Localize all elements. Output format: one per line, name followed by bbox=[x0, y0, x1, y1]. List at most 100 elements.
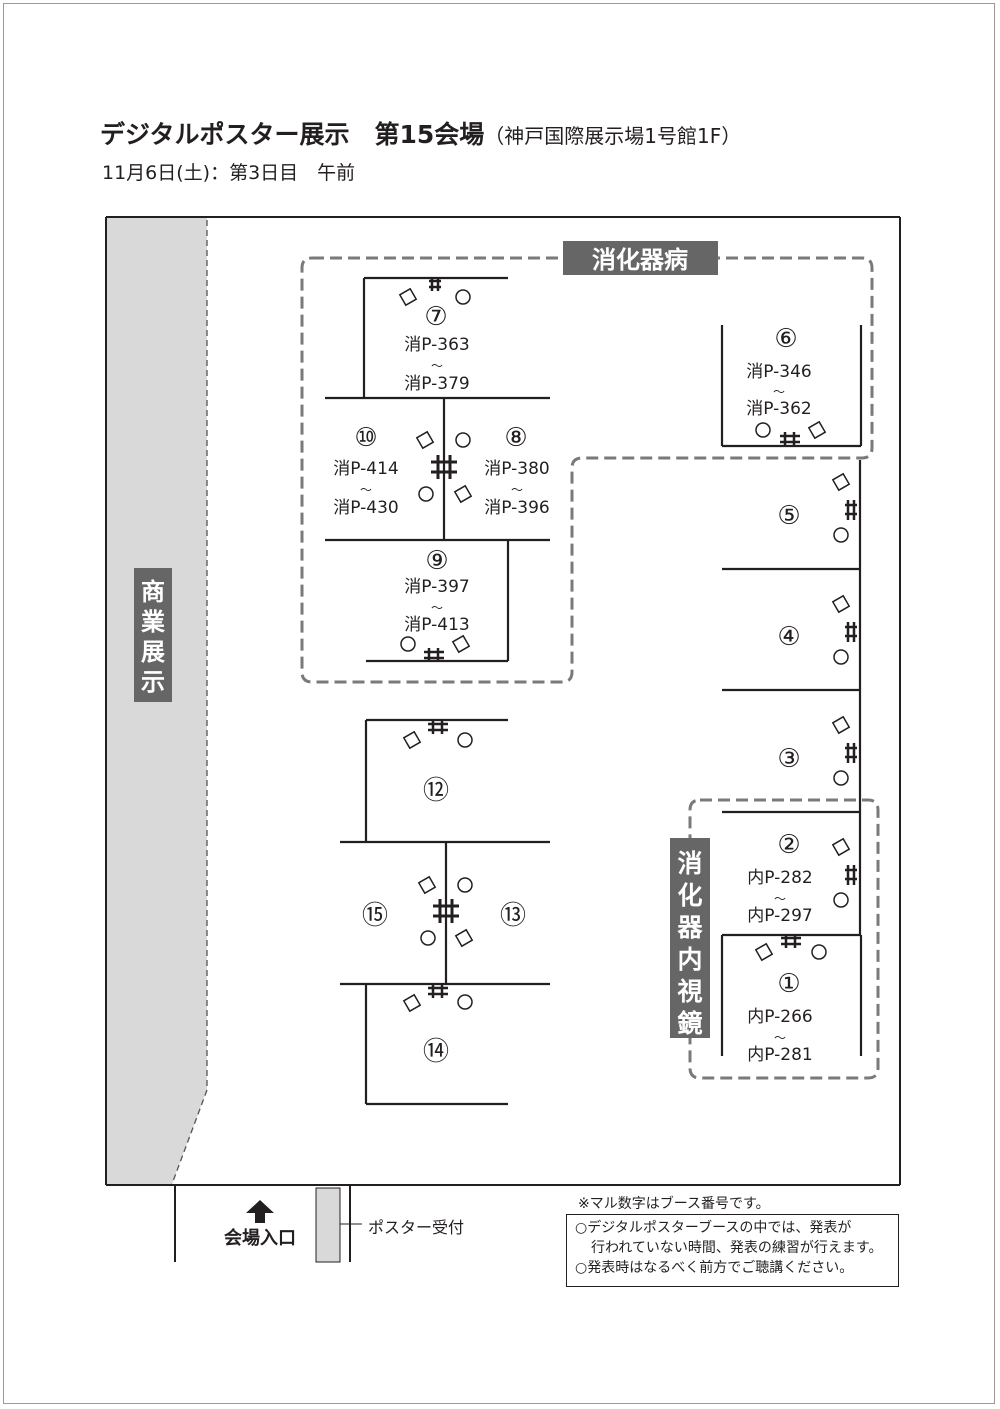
reception-label: ポスター受付 bbox=[368, 1218, 465, 1237]
booth-9-range-end: 消P-413 bbox=[404, 615, 469, 635]
endoscopy-label-3: 器 bbox=[676, 913, 703, 942]
stool-marker bbox=[420, 930, 436, 946]
booth-6-range-start: 消P-346 bbox=[746, 362, 811, 382]
stool-marker bbox=[418, 486, 434, 502]
booth-8-range-end: 消P-396 bbox=[484, 498, 549, 518]
note-line-1: ○デジタルポスターブースの中では、発表が bbox=[575, 1220, 852, 1236]
partition-walls bbox=[325, 276, 863, 1106]
stool-marker bbox=[833, 770, 849, 786]
stool-marker bbox=[455, 432, 471, 448]
page-title: デジタルポスター展示 第15会場（神戸国際展示場1号館1F） bbox=[100, 115, 741, 151]
booth-2-range-tilde: ～ bbox=[774, 892, 786, 906]
display-stand bbox=[433, 899, 459, 923]
digestive-label: 消化器病 bbox=[592, 246, 688, 274]
display-stand bbox=[845, 622, 857, 642]
chair-marker bbox=[415, 430, 435, 450]
booth-8-range-tilde: ～ bbox=[511, 483, 523, 497]
booth-number-8: ⑧ bbox=[504, 423, 527, 453]
booth-furniture bbox=[398, 278, 857, 1013]
venue-entrance: 会場入口 bbox=[215, 1200, 305, 1250]
booth-1-range-start: 内P-266 bbox=[747, 1007, 812, 1027]
stool-marker bbox=[455, 289, 471, 305]
booth-10-range-end: 消P-430 bbox=[333, 498, 398, 518]
entrance-arrow-icon bbox=[246, 1200, 274, 1213]
booth-number-2: ② bbox=[777, 830, 800, 860]
commercial-label-2: 業 bbox=[141, 608, 165, 636]
booth-number-10: ⑩ bbox=[354, 423, 377, 453]
booth-7-range-tilde: ～ bbox=[431, 359, 443, 373]
display-stand bbox=[428, 720, 448, 734]
endoscopy-label-2: 化 bbox=[677, 881, 702, 910]
booth-6-range-end: 消P-362 bbox=[746, 399, 811, 419]
booth-number-3: ③ bbox=[777, 744, 800, 774]
display-stand bbox=[781, 935, 801, 948]
stool-marker bbox=[833, 649, 849, 665]
endoscopy-label-box bbox=[670, 838, 710, 1038]
reception-desk bbox=[315, 1187, 341, 1263]
chair-marker bbox=[831, 594, 851, 614]
chair-marker bbox=[831, 837, 851, 857]
stool-marker bbox=[457, 994, 473, 1010]
display-stand bbox=[845, 500, 857, 520]
stool-marker bbox=[755, 422, 771, 438]
chair-marker bbox=[453, 484, 473, 504]
stool-marker bbox=[833, 892, 849, 908]
stool-marker bbox=[811, 944, 827, 960]
booth-number-6: ⑥ bbox=[774, 324, 797, 354]
display-stand bbox=[428, 984, 448, 998]
chair-marker bbox=[454, 928, 474, 948]
commercial-label-box bbox=[134, 568, 172, 702]
digestive-label-box bbox=[563, 241, 718, 275]
display-stand bbox=[845, 743, 857, 763]
page-frame bbox=[3, 3, 995, 1404]
chair-marker bbox=[831, 715, 851, 735]
session-date: 11月6日(土)：第3日目 午前 bbox=[102, 162, 356, 184]
title-venue: （神戸国際展示場1号館1F） bbox=[484, 124, 742, 148]
booth-6-range-tilde: ～ bbox=[773, 385, 785, 399]
notes-box: ○デジタルポスターブースの中では、発表が 行われていない時間、発表の練習が行えま… bbox=[566, 1214, 899, 1287]
booth-9-range-tilde: ～ bbox=[431, 601, 443, 615]
booth-number-7: ⑦ bbox=[424, 302, 447, 332]
booth-2-range-end: 内P-297 bbox=[747, 906, 812, 926]
booth-10-range-tilde: ～ bbox=[360, 483, 372, 497]
booth-number-12: ⑫ bbox=[423, 776, 449, 806]
commercial-label-1: 商 bbox=[141, 578, 165, 606]
entrance-label: 会場入口 bbox=[224, 1228, 296, 1249]
chair-marker bbox=[451, 634, 471, 654]
endoscopy-label-5: 視 bbox=[677, 977, 702, 1006]
commercial-label-3: 展 bbox=[141, 638, 165, 666]
display-stand bbox=[845, 865, 857, 885]
chair-marker bbox=[402, 993, 422, 1013]
note-line-3: ○発表時はなるべく前方でご聴講ください。 bbox=[575, 1260, 854, 1276]
endoscopy-zone bbox=[688, 798, 880, 1080]
chair-marker bbox=[807, 420, 827, 440]
booth-7-range-start: 消P-363 bbox=[404, 335, 469, 355]
chair-marker bbox=[398, 287, 418, 307]
booth-1-range-tilde: ～ bbox=[774, 1031, 786, 1045]
display-stand bbox=[429, 278, 441, 291]
booth-7-range-end: 消P-379 bbox=[404, 374, 469, 394]
stool-marker bbox=[400, 636, 416, 652]
booth-number-4: ④ bbox=[777, 622, 800, 652]
digestive-zone bbox=[300, 256, 874, 684]
booth-number-14: ⑭ bbox=[423, 1037, 449, 1067]
display-stand bbox=[431, 455, 457, 479]
display-stand bbox=[780, 432, 800, 446]
booth-number-note: ※マル数字はブース番号です。 bbox=[578, 1196, 770, 1212]
commercial-label-4: 示 bbox=[141, 668, 165, 696]
stool-marker bbox=[457, 877, 473, 893]
booth-number-9: ⑨ bbox=[425, 546, 448, 576]
booth-2-range-start: 内P-282 bbox=[747, 868, 812, 888]
note-line-2: 行われていない時間、発表の練習が行えます。 bbox=[591, 1240, 883, 1256]
chair-marker bbox=[402, 730, 422, 750]
booth-9-range-start: 消P-397 bbox=[404, 577, 469, 597]
endoscopy-label-6: 鏡 bbox=[677, 1009, 702, 1038]
booth-number-5: ⑤ bbox=[777, 501, 800, 531]
booth-1-range-end: 内P-281 bbox=[747, 1045, 812, 1065]
chair-marker bbox=[831, 472, 851, 492]
title-main: デジタルポスター展示 第15会場 bbox=[100, 120, 485, 149]
stool-marker bbox=[457, 732, 473, 748]
entrance-arrow-stem bbox=[255, 1213, 265, 1223]
display-stand bbox=[424, 648, 444, 661]
